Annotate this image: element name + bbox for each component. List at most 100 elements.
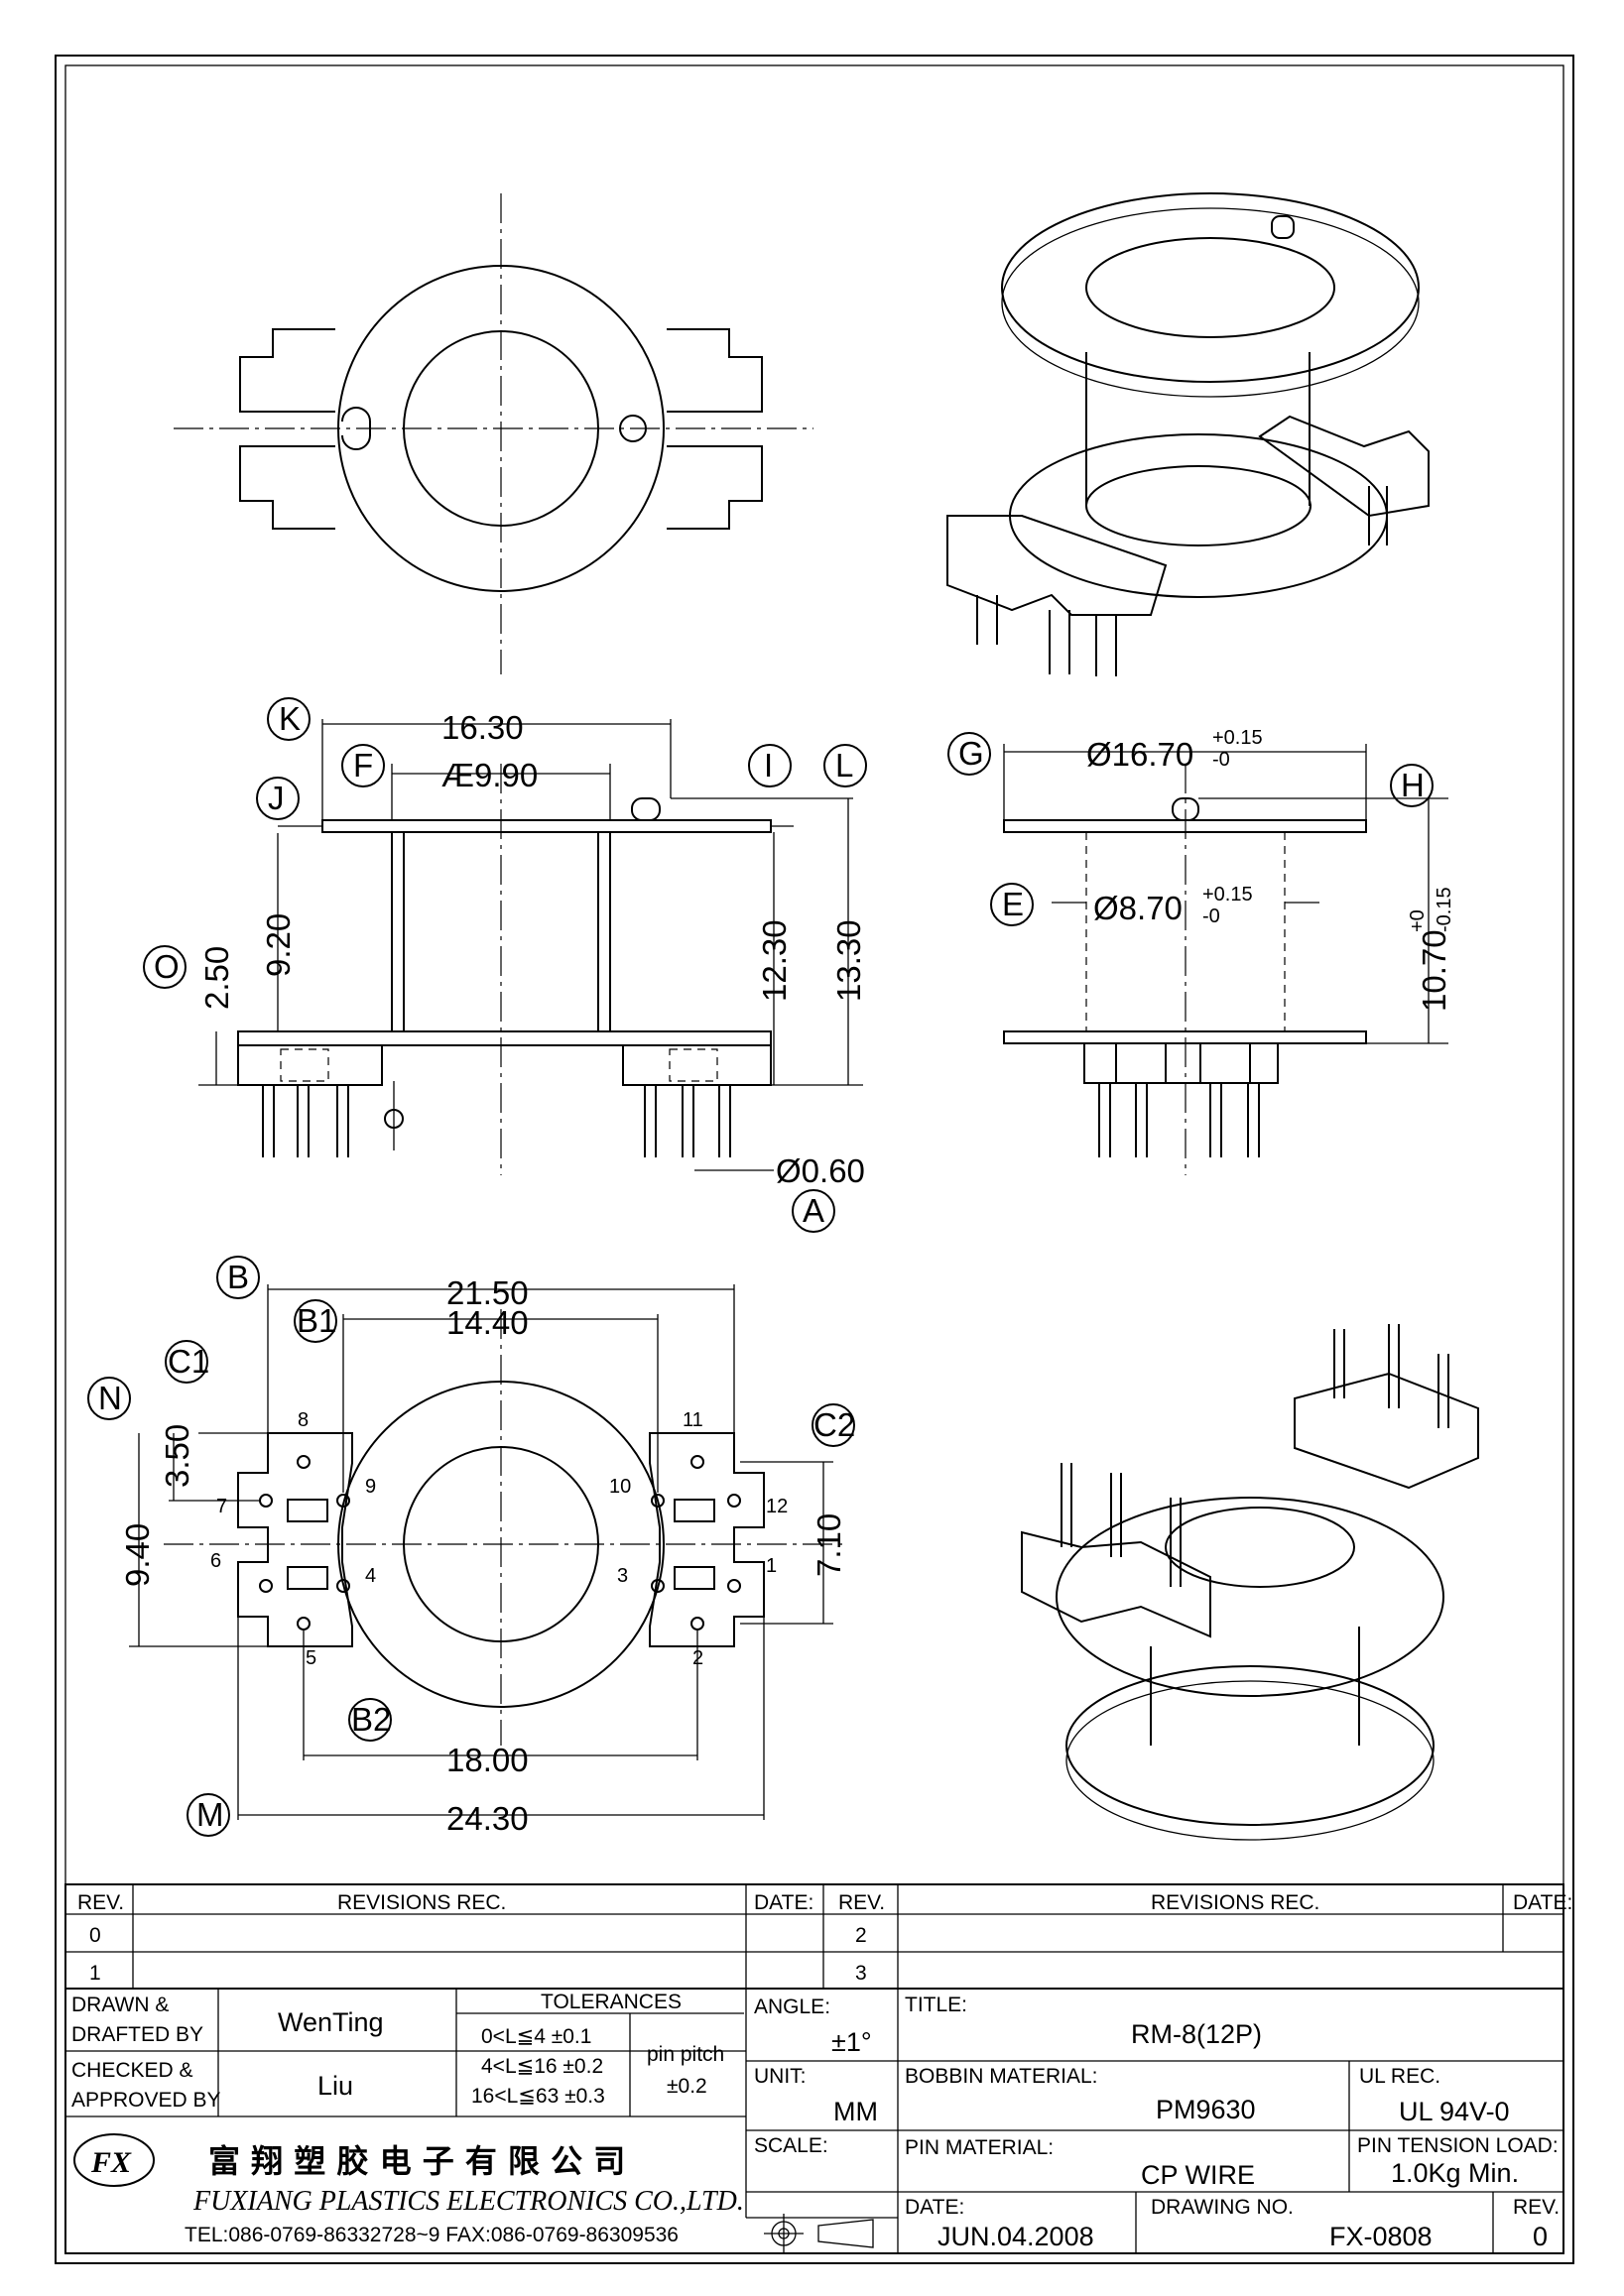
callout-C1: C1 [165, 1340, 209, 1384]
svg-text:2: 2 [692, 1647, 703, 1669]
dimension-labels: 16.30 Æ9.90 9.20 2.50 12.30 13.30 Ø0.60 … [119, 709, 1455, 1837]
rev-row-2: 2 [855, 1924, 867, 1947]
ul-rec-label: UL REC. [1359, 2065, 1440, 2088]
svg-text:O: O [154, 948, 180, 985]
angle-label: ANGLE: [754, 1995, 830, 2018]
svg-text:11: 11 [683, 1409, 703, 1431]
callout-F: F [341, 744, 385, 787]
svg-text:3: 3 [617, 1565, 628, 1587]
projection-symbol [764, 2214, 874, 2253]
dim-8-70-tol-plus: +0.15 [1202, 884, 1253, 906]
date-label: DATE: [905, 2196, 964, 2219]
date-header-left: DATE: [754, 1891, 813, 1914]
callout-A: A [792, 1189, 835, 1233]
pin-pitch-label: pin pitch [647, 2043, 724, 2066]
svg-text:B: B [227, 1259, 249, 1295]
svg-text:I: I [764, 747, 773, 784]
pin-numbers: 8 7 9 6 4 5 11 10 12 3 1 2 [210, 1409, 788, 1669]
revisions-header-right: REVISIONS REC. [1151, 1891, 1319, 1914]
callouts: K F I L J O A G H E B B1 C1 N C2 B2 M [87, 697, 1434, 1837]
scale-label: SCALE: [754, 2134, 828, 2157]
svg-text:L: L [835, 747, 853, 784]
svg-text:B1: B1 [297, 1302, 336, 1339]
svg-text:J: J [268, 780, 285, 816]
tol-line-3: 16<L≦63 ±0.3 [471, 2085, 605, 2108]
dim-16-30: 16.30 [441, 709, 524, 746]
dim-2-50: 2.50 [198, 946, 235, 1010]
company-name-english: FUXIANG PLASTICS ELECTRONICS CO.,LTD. [192, 2186, 744, 2217]
drawing-no-label: DRAWING NO. [1151, 2196, 1294, 2219]
dim-16-70-tol-plus: +0.15 [1212, 727, 1263, 749]
drawn-label-1: DRAWN & [71, 1994, 169, 2016]
svg-text:A: A [803, 1192, 824, 1229]
callout-M: M [187, 1793, 230, 1837]
svg-text:E: E [1002, 886, 1024, 922]
dim-18-00: 18.00 [446, 1742, 529, 1778]
rev-row-3: 3 [855, 1962, 867, 1985]
dim-12-30: 12.30 [756, 919, 793, 1002]
svg-text:5: 5 [306, 1647, 316, 1669]
checked-value: Liu [317, 2071, 353, 2101]
rev-header-left: REV. [77, 1891, 124, 1914]
dim-13-30: 13.30 [830, 919, 867, 1002]
callout-G: G [947, 732, 991, 776]
side-view-right [1003, 744, 1448, 1175]
svg-text:F: F [353, 747, 373, 784]
callout-J: J [256, 777, 300, 820]
callout-C2: C2 [812, 1403, 855, 1447]
dim-16-70: Ø16.70 [1086, 736, 1193, 773]
rev-row-0: 0 [89, 1924, 101, 1947]
isometric-view-bottom [1021, 1324, 1479, 1841]
callout-B: B [216, 1256, 260, 1299]
date-header-right: DATE: [1513, 1891, 1572, 1914]
dim-7-10: 7.10 [811, 1513, 847, 1577]
logo-text: FX [90, 2146, 132, 2179]
drawn-value: WenTing [278, 2007, 384, 2037]
bobbin-material-value: PM9630 [1156, 2095, 1256, 2124]
dim-9-20: 9.20 [260, 913, 297, 977]
svg-text:M: M [196, 1796, 224, 1833]
pin-tension-value: 1.0Kg Min. [1391, 2158, 1519, 2188]
pin-material-label: PIN MATERIAL: [905, 2136, 1054, 2159]
checked-label-2: APPROVED BY [71, 2089, 221, 2112]
company-logo: FX [73, 2133, 155, 2187]
company-name-chinese: 富 翔 塑 胶 电 子 有 限 公 司 [208, 2142, 625, 2180]
svg-text:H: H [1401, 767, 1425, 803]
title-block: REV. REVISIONS REC. DATE: REV. REVISIONS… [64, 1883, 1572, 2254]
isometric-view-top [946, 192, 1430, 676]
tolerances-label: TOLERANCES [541, 1991, 682, 2013]
checked-label-1: CHECKED & [71, 2059, 193, 2082]
svg-text:10: 10 [609, 1476, 631, 1498]
callout-B1: B1 [294, 1299, 337, 1343]
bottom-view [129, 1284, 843, 1820]
dim-8-70-tol-minus: -0 [1202, 906, 1220, 927]
outer-border [55, 55, 1574, 2264]
dim-9-40: 9.40 [119, 1523, 156, 1587]
callout-N: N [87, 1377, 131, 1420]
svg-text:K: K [279, 700, 301, 737]
unit-label: UNIT: [754, 2065, 807, 2088]
rev-label: REV. [1513, 2196, 1560, 2219]
rev-row-1: 1 [89, 1962, 101, 1985]
company-contact: TEL:086-0769-86332728~9 FAX:086-0769-863… [185, 2224, 679, 2246]
svg-text:G: G [958, 735, 984, 772]
svg-text:C2: C2 [813, 1406, 855, 1443]
svg-text:4: 4 [365, 1565, 376, 1587]
title-value: RM-8(12P) [1131, 2019, 1262, 2049]
pin-pitch-value: ±0.2 [667, 2075, 707, 2098]
pin-tension-label: PIN TENSION LOAD: [1357, 2134, 1559, 2157]
callout-L: L [823, 744, 867, 787]
dim-21-50: 21.50 [446, 1274, 529, 1311]
dim-10-70: 10.70 [1416, 929, 1452, 1012]
ul-rec-value: UL 94V-0 [1399, 2097, 1510, 2126]
svg-text:1: 1 [766, 1555, 777, 1577]
top-view [174, 193, 813, 674]
dim-14-40: 14.40 [446, 1304, 529, 1341]
tol-line-1: 0<L≦4 ±0.1 [481, 2025, 591, 2048]
dim-10-70-tol-plus: +0 [1407, 909, 1429, 932]
dim-0-60: Ø0.60 [776, 1152, 865, 1189]
callout-I: I [748, 744, 792, 787]
dim-24-30: 24.30 [446, 1800, 529, 1837]
callout-B2: B2 [348, 1698, 392, 1742]
